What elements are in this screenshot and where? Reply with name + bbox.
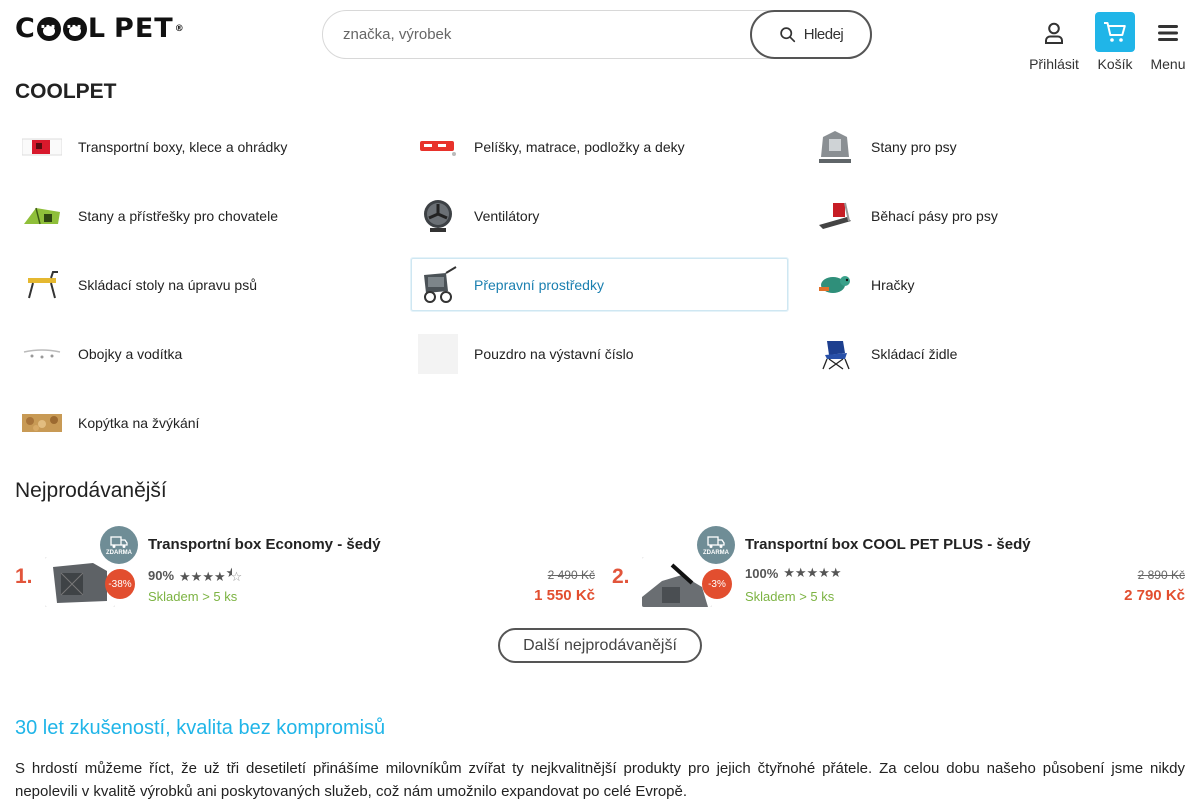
search-icon [780,27,795,43]
category-title: COOLPET [15,80,117,103]
product-name[interactable]: Transportní box Economy - šedý [148,536,381,553]
transport-box-thumb [22,127,62,167]
search-input[interactable] [343,11,743,58]
logo[interactable]: CLPET® [15,13,185,43]
category-item[interactable]: Ventilátory [411,189,788,242]
star-rating-icon: ★★★★★ [783,565,842,580]
cart-button[interactable]: Košík [1094,12,1136,72]
cart-icon [1104,22,1126,42]
category-item[interactable]: Obojky a vodítka [15,327,392,380]
free-shipping-badge: ZDARMA [100,526,138,564]
folding-chair-thumb [815,334,855,374]
product-image[interactable] [642,557,712,607]
cart-label: Košík [1097,56,1133,72]
hamburger-menu-icon [1158,25,1178,41]
category-item[interactable]: Kopýtka na žvýkání [15,396,392,449]
search-button[interactable]: Hledej [750,10,872,59]
product-card[interactable]: 1. ZDARMA -38% Transportní box Economy -… [15,525,595,615]
old-price: 2 890 Kč [1137,568,1185,582]
login-button[interactable]: Přihlásit [1029,12,1079,72]
product-rating: 100% ★★★★★ [745,565,842,581]
paw-icon [36,13,61,41]
free-shipping-badge: ZDARMA [697,526,735,564]
stock-status: Skladem > 5 ks [745,589,835,604]
treadmill-thumb [815,196,855,236]
chew-hooves-thumb [22,403,62,443]
toy-thumb [815,265,855,305]
about-text: S hrdostí můžeme říct, že už tři desetil… [15,760,1185,800]
fan-thumb [418,196,458,236]
category-item[interactable]: Stany pro psy [808,120,1185,173]
collar-thumb [22,334,62,374]
category-item[interactable]: Stany a přístřešky pro chovatele [15,189,392,242]
price: 2 790 Kč [1124,587,1185,604]
number-holder-thumb [418,333,458,374]
menu-button[interactable]: Menu [1148,12,1188,72]
truck-icon [110,535,128,548]
category-item[interactable]: Pouzdro na výstavní číslo [411,327,788,380]
dog-tent-thumb [815,127,855,167]
shelter-tent-thumb [22,196,62,236]
about-title: 30 let zkušeností, kvalita bez kompromis… [15,717,386,739]
grooming-table-thumb [22,265,62,305]
stock-status: Skladem > 5 ks [148,589,238,604]
user-icon [1045,22,1063,44]
category-item[interactable]: Skládací stoly na úpravu psů [15,258,392,311]
menu-label: Menu [1150,56,1186,72]
old-price: 2 490 Kč [547,568,595,582]
discount-badge: -3% [702,569,732,599]
logo-text: CLPET® [15,13,185,43]
pet-bed-thumb [418,127,458,167]
product-rating: 90% ★★★★★☆ [148,565,243,584]
category-item[interactable]: Skládací židle [808,327,1185,380]
category-item-active[interactable]: Přepravní prostředky [411,258,788,311]
category-item[interactable]: Transportní boxy, klece a ohrádky [15,120,392,173]
more-bestsellers-button[interactable]: Další nejprodávanější [498,628,702,663]
star-rating-icon: ★★★★★☆ [179,565,243,584]
search-button-label: Hledej [803,26,844,43]
truck-icon [707,535,725,548]
dog-stroller-thumb [418,265,458,305]
product-rank: 1. [15,565,33,588]
product-name[interactable]: Transportní box COOL PET PLUS - šedý [745,536,1031,553]
login-label: Přihlásit [1029,56,1079,72]
product-rank: 2. [612,565,630,588]
category-item[interactable]: Hračky [808,258,1185,311]
product-card[interactable]: 2. ZDARMA -3% Transportní box COOL PET P… [612,525,1185,615]
paw-icon [62,13,87,41]
discount-badge: -38% [105,569,135,599]
product-image[interactable] [45,557,115,607]
header: CLPET® Hledej Přihlásit Košík Menu [0,0,1200,80]
category-item[interactable]: Pelíšky, matrace, podložky a deky [411,120,788,173]
category-item[interactable]: Běhací pásy pro psy [808,189,1185,242]
price: 1 550 Kč [534,587,595,604]
search-bar: Hledej [322,10,872,59]
bestsellers-title: Nejprodávanější [15,479,167,502]
